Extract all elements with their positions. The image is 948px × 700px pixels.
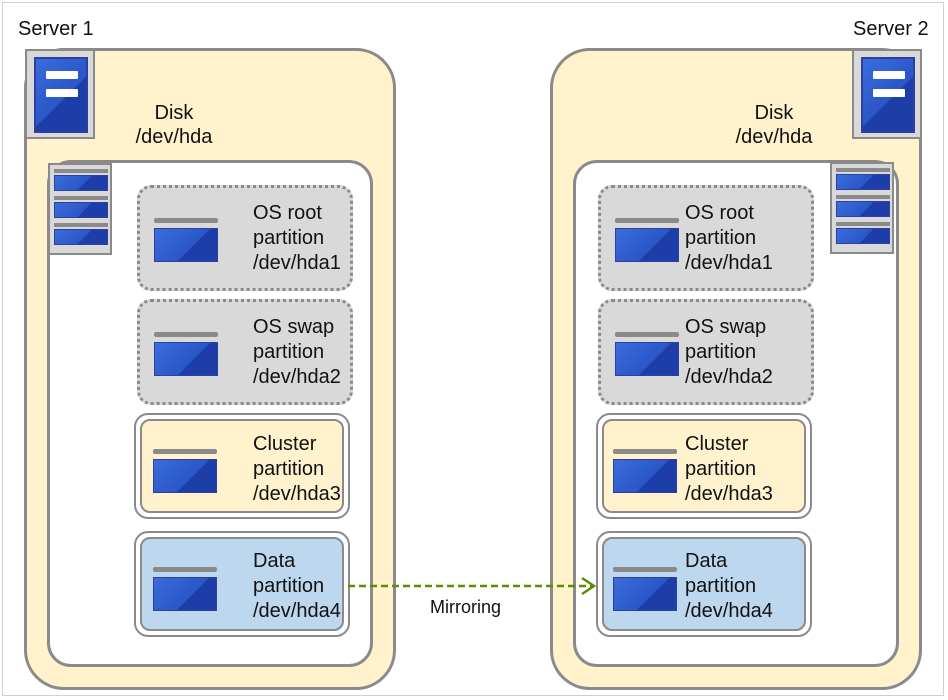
server-icon <box>852 49 922 139</box>
server-2-partition-os-root <box>598 185 814 291</box>
server-1-partition-data <box>134 531 350 637</box>
partition-icon <box>613 449 677 493</box>
partition-icon <box>153 449 217 493</box>
mirroring-arrowhead <box>581 576 597 596</box>
disk-label-line2: /dev/hda <box>735 126 813 148</box>
server-1-disk-label: Disk /dev/hda <box>128 101 220 149</box>
server-2-label: Server 2 <box>853 18 929 40</box>
server-icon <box>25 49 95 139</box>
partition-icon <box>154 332 218 376</box>
disk-label-line1: Disk <box>154 102 194 124</box>
disk-label-line1: Disk <box>754 102 794 124</box>
server-1-label: Server 1 <box>18 18 94 40</box>
disk-icon <box>48 163 112 255</box>
mirroring-label: Mirroring <box>430 597 502 617</box>
disk-icon <box>830 162 894 254</box>
partition-icon <box>154 218 218 262</box>
disk-label-line2: /dev/hda <box>135 126 213 148</box>
server-2-partition-cluster <box>596 413 812 519</box>
partition-icon <box>153 567 217 611</box>
partition-icon <box>613 567 677 611</box>
server-1-partition-os-root <box>137 185 353 291</box>
partition-icon <box>615 332 679 376</box>
server-1-partition-os-swap <box>137 299 353 405</box>
server-2-partition-os-swap <box>598 299 814 405</box>
server-2-disk-label: Disk /dev/hda <box>728 101 820 149</box>
server-2-partition-data <box>596 531 812 637</box>
partition-icon <box>615 218 679 262</box>
server-1-partition-cluster <box>134 413 350 519</box>
